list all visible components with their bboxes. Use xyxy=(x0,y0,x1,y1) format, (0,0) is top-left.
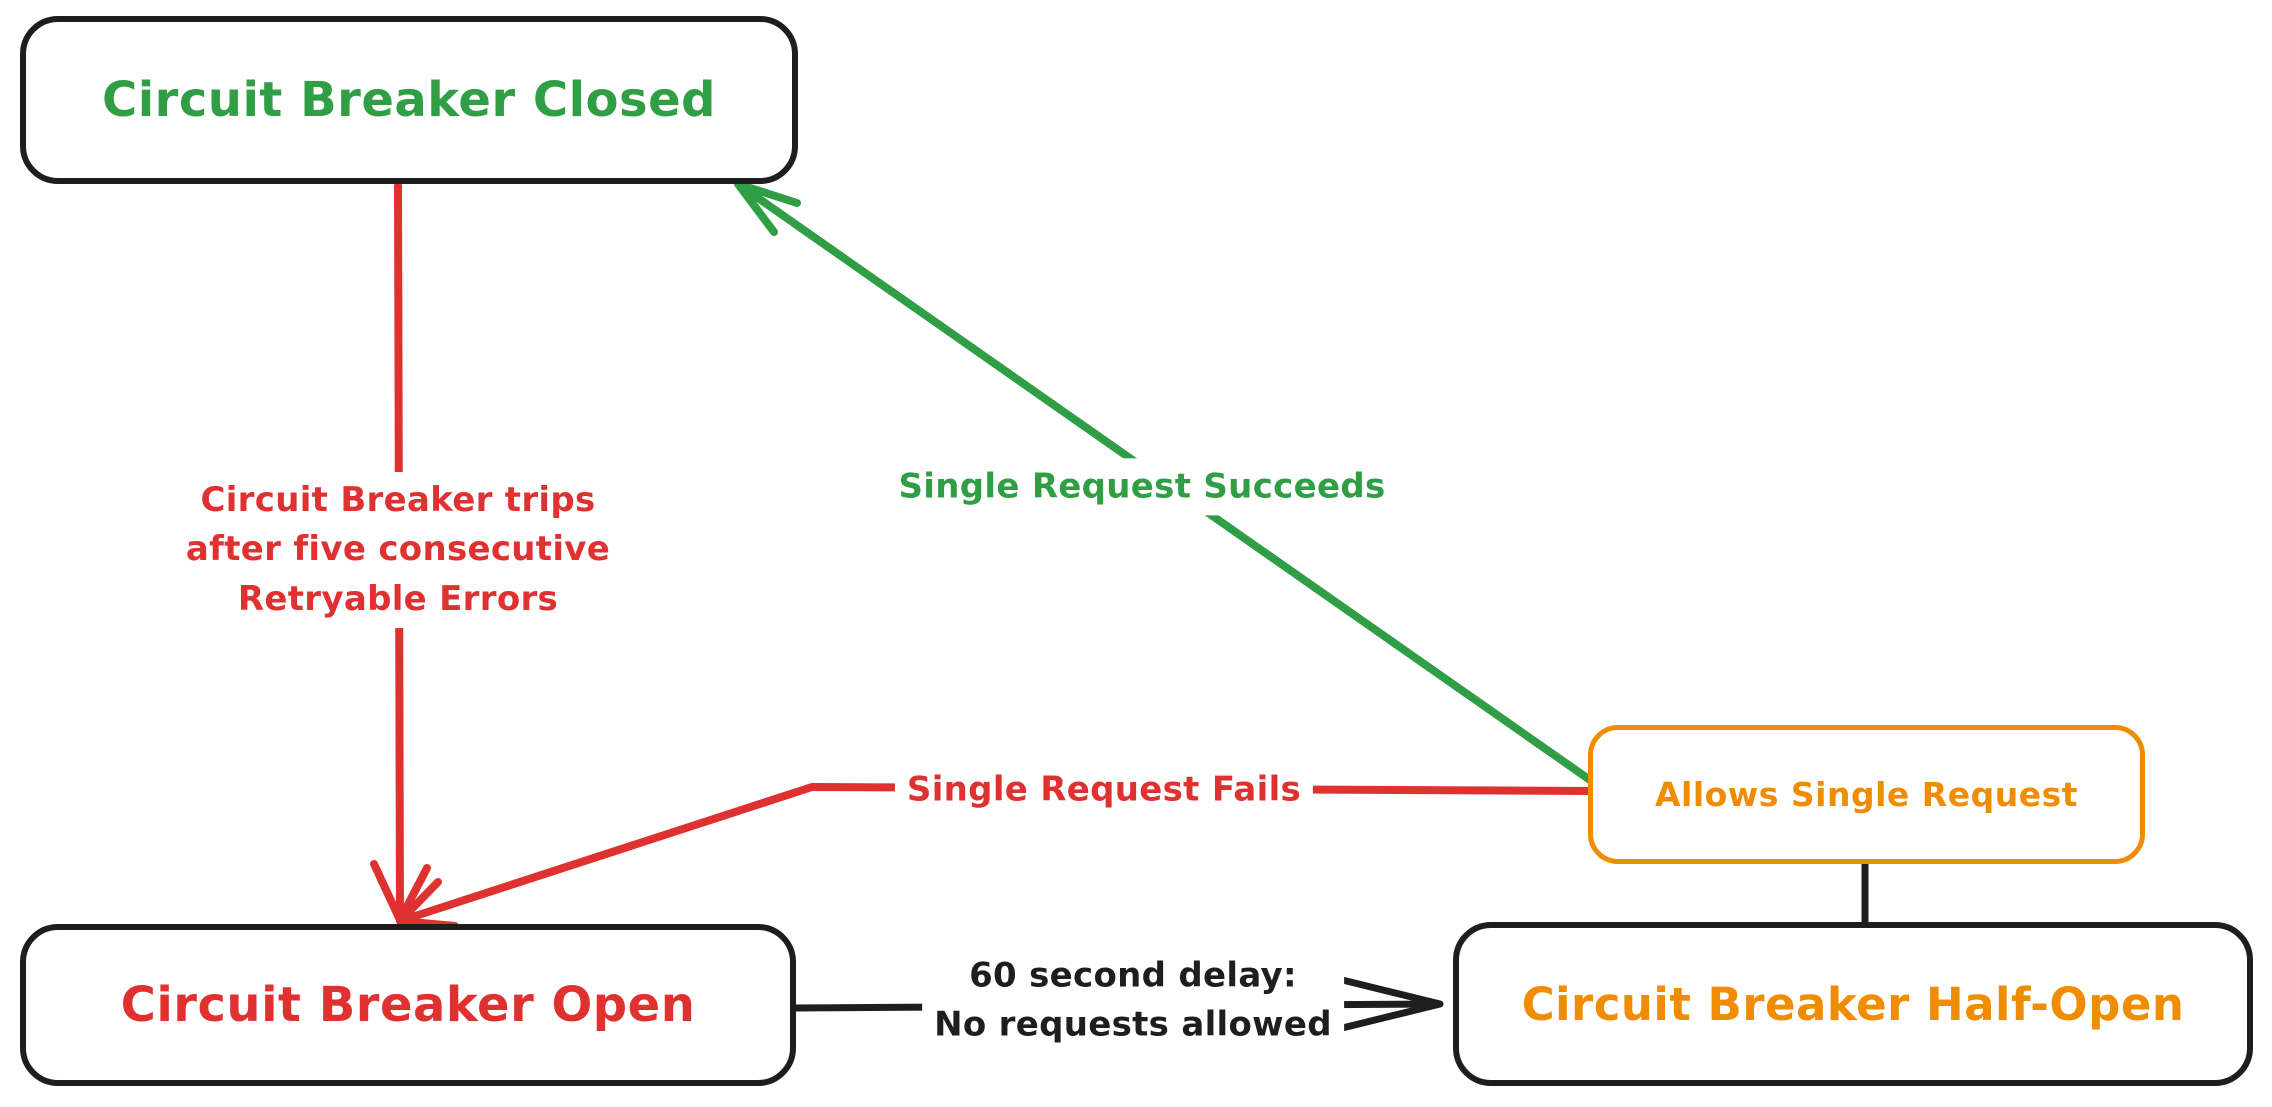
node-circuit-breaker-open: Circuit Breaker Open xyxy=(20,924,796,1086)
edge-label-succeeds: Single Request Succeeds xyxy=(886,458,1398,516)
node-circuit-breaker-closed-label: Circuit Breaker Closed xyxy=(102,72,716,128)
edge-label-trips: Circuit Breaker trips after five consecu… xyxy=(173,472,623,628)
node-allows-single-request-label: Allows Single Request xyxy=(1654,775,2079,814)
node-circuit-breaker-open-label: Circuit Breaker Open xyxy=(120,977,696,1033)
edge-label-delay: 60 second delay: No requests allowed xyxy=(922,947,1344,1055)
node-allows-single-request: Allows Single Request xyxy=(1588,725,2145,864)
node-circuit-breaker-half-open: Circuit Breaker Half-Open xyxy=(1453,922,2253,1086)
node-circuit-breaker-closed: Circuit Breaker Closed xyxy=(20,16,798,184)
edge-label-fails: Single Request Fails xyxy=(894,761,1314,819)
node-circuit-breaker-half-open-label: Circuit Breaker Half-Open xyxy=(1521,977,2185,1031)
